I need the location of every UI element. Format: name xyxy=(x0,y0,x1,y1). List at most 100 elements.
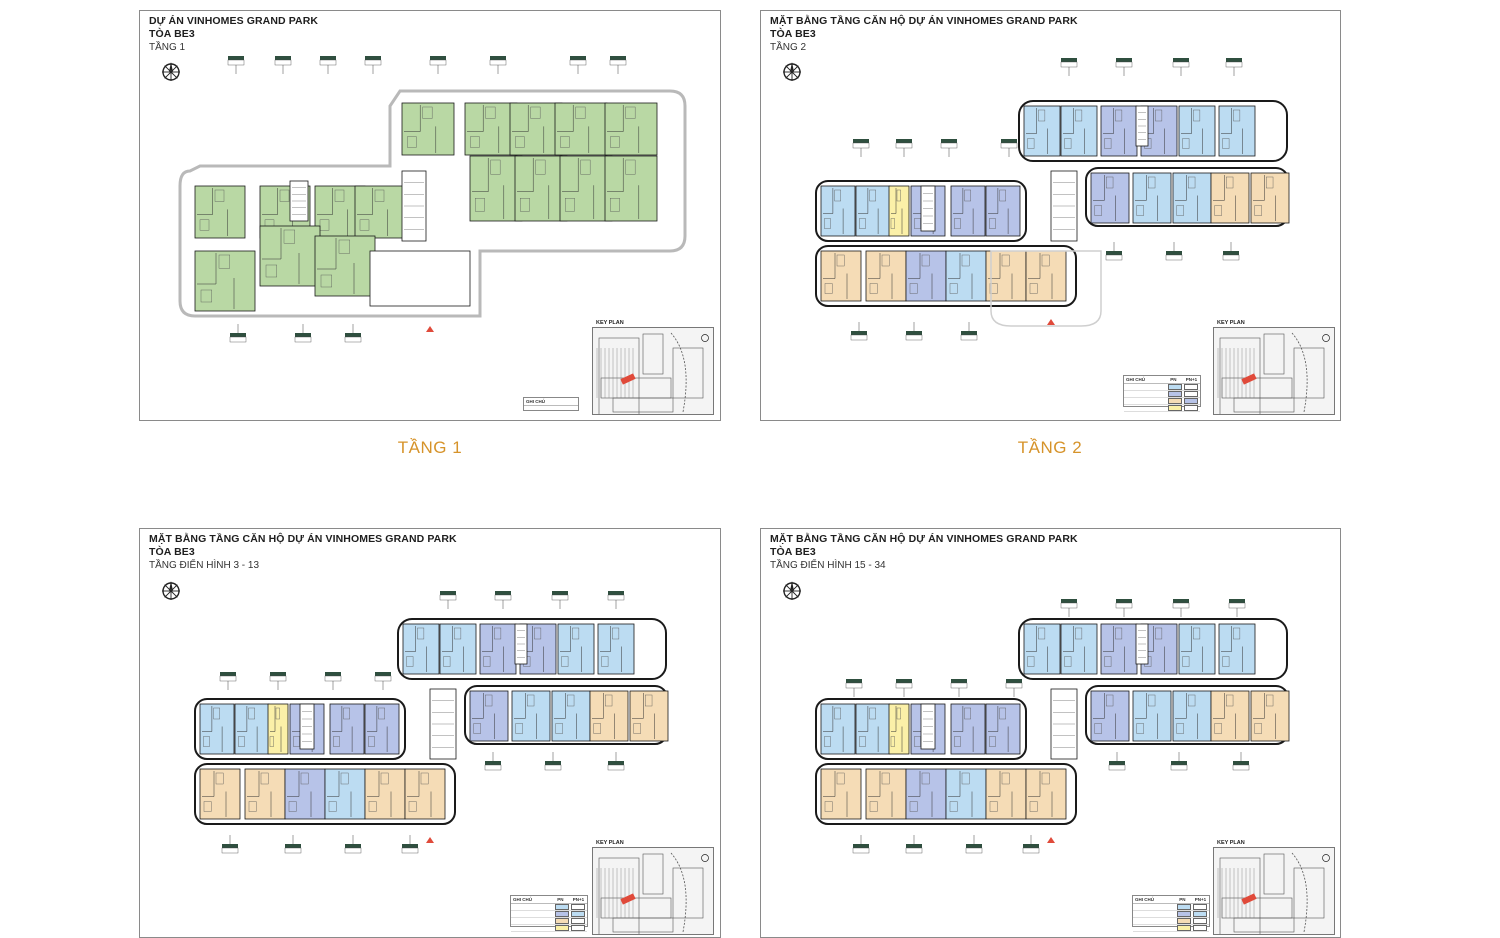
unit-bath xyxy=(319,219,330,231)
unit-tag-box xyxy=(1170,764,1188,771)
lobby-block xyxy=(369,250,471,307)
unit-tag xyxy=(1173,599,1189,603)
unit-bath xyxy=(824,736,831,747)
unit-bed xyxy=(1148,694,1156,707)
apartment-unit xyxy=(554,102,608,156)
floor-plan-drawing xyxy=(815,599,1290,854)
unit-tag-box xyxy=(845,682,863,689)
unit-bed xyxy=(422,106,433,119)
unit-tag xyxy=(375,672,391,676)
unit-bath xyxy=(1029,283,1038,294)
key-plan-north xyxy=(701,854,709,862)
key-plan-north xyxy=(701,334,709,342)
unit-bath xyxy=(824,801,833,812)
unit-bed xyxy=(1233,109,1241,122)
floor-plan-panel-3: MẶT BẰNG TẦNG CĂN HỘ DỰ ÁN VINHOMES GRAN… xyxy=(139,528,721,938)
apartment-unit xyxy=(950,703,986,755)
entrance-marker xyxy=(426,837,434,843)
unit-tag xyxy=(906,844,922,848)
unit-tag-box xyxy=(551,594,569,601)
unit-bed xyxy=(869,189,876,202)
apartment-unit xyxy=(511,690,551,742)
unit-bed xyxy=(999,189,1006,202)
unit-bed xyxy=(275,707,280,720)
panel-floor: TẦNG ĐIỂN HÌNH 3 - 13 xyxy=(149,560,260,571)
key-plan-drawing xyxy=(593,848,713,937)
compass-ray xyxy=(164,71,172,79)
unit-bath xyxy=(1094,723,1102,734)
unit-bath xyxy=(610,136,620,148)
unit-tag-box xyxy=(895,682,913,689)
unit-tag-box xyxy=(229,336,247,343)
unit-bed xyxy=(534,627,542,640)
apartment-unit xyxy=(479,623,517,675)
unit-tag-box xyxy=(905,847,923,854)
unit-tag xyxy=(230,333,246,337)
unit-bed xyxy=(334,189,345,202)
unit-bed xyxy=(417,627,425,640)
key-plan-bg xyxy=(593,328,713,414)
unit-tag-box xyxy=(1165,254,1183,261)
apartment-unit xyxy=(604,155,658,222)
unit-bath xyxy=(520,198,530,212)
unit-bed xyxy=(494,627,502,640)
apartment-unit xyxy=(985,250,1027,302)
apartment-unit xyxy=(1132,172,1172,224)
legend-row xyxy=(511,911,587,918)
unit-tag xyxy=(1023,844,1039,848)
compass-ray xyxy=(164,590,172,598)
legend-swatch xyxy=(571,918,585,924)
legend-row xyxy=(1133,918,1209,925)
unit-tag-box xyxy=(544,764,562,771)
apartment-unit xyxy=(1060,623,1098,675)
legend-swatch xyxy=(1168,398,1182,404)
unit-bath xyxy=(859,736,866,747)
legend-swatch xyxy=(1168,391,1182,397)
unit-tag-box xyxy=(484,764,502,771)
unit-bed xyxy=(1155,109,1163,122)
unit-bath xyxy=(1136,205,1144,216)
unit-tag-box xyxy=(344,847,362,854)
unit-tag xyxy=(941,139,957,143)
apartment-unit xyxy=(1025,768,1067,820)
unit-tag xyxy=(220,672,236,676)
unit-tag-box xyxy=(1222,254,1240,261)
apartment-unit xyxy=(1218,105,1256,157)
unit-tag-box xyxy=(1060,61,1078,68)
key-plan-road xyxy=(670,852,687,933)
unit-tag-box xyxy=(489,59,507,66)
compass-icon xyxy=(783,62,801,81)
wing-outline xyxy=(194,698,406,760)
apartment-unit xyxy=(401,102,455,156)
unit-bath xyxy=(824,218,831,229)
unit-bed xyxy=(1075,109,1083,122)
unit-bed xyxy=(1266,176,1274,189)
unit-tag xyxy=(228,56,244,60)
unit-bed xyxy=(213,707,220,720)
compass-icon xyxy=(162,581,180,600)
legend-box: GHI CHÚ PN PN+1 xyxy=(510,895,588,932)
unit-bed xyxy=(836,772,845,785)
unit-tag xyxy=(1223,251,1239,255)
legend-swatch xyxy=(1184,398,1198,404)
unit-tag xyxy=(1229,599,1245,603)
compass-icon xyxy=(783,581,801,600)
unit-bed xyxy=(374,189,385,202)
apartment-unit xyxy=(820,768,862,820)
wing-outline xyxy=(815,245,1077,307)
apartment-unit xyxy=(557,623,595,675)
key-plan-marker xyxy=(620,893,636,905)
legend-row xyxy=(1124,398,1200,405)
entrance-marker xyxy=(1047,319,1055,325)
key-plan-bg xyxy=(593,848,713,934)
unit-tag xyxy=(1116,58,1132,62)
unit-tag xyxy=(1061,58,1077,62)
unit-tag xyxy=(1061,599,1077,603)
key-plan-map xyxy=(1213,847,1335,937)
unit-bed xyxy=(248,707,255,720)
unit-tag xyxy=(906,331,922,335)
unit-bed xyxy=(535,159,546,175)
unit-tag-box xyxy=(1105,254,1123,261)
unit-bath xyxy=(1182,656,1190,667)
apartment-unit xyxy=(324,768,366,820)
